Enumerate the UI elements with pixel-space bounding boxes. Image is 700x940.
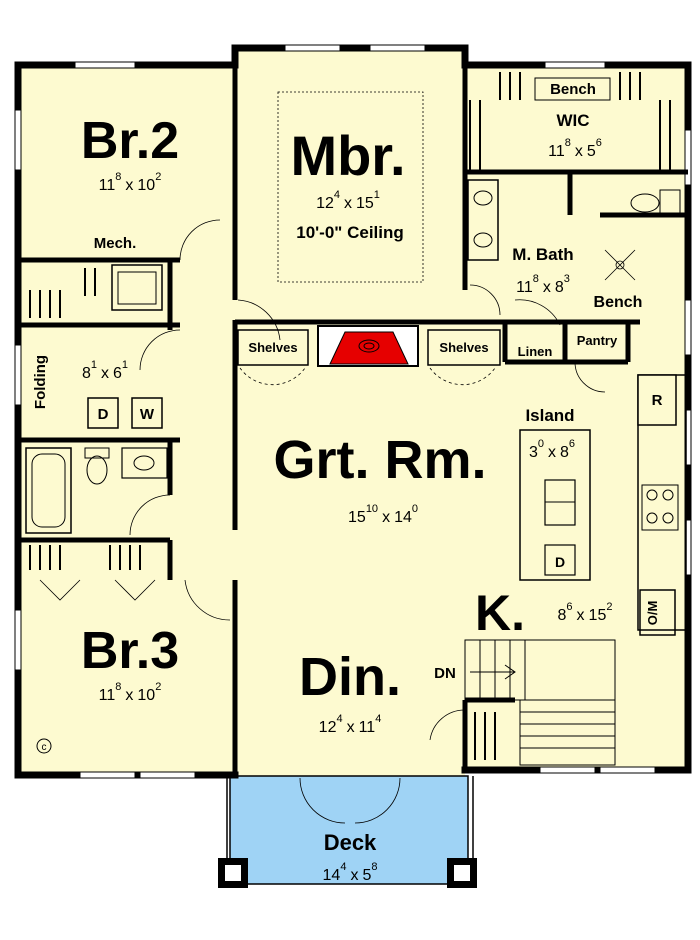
wic-label: WIC <box>556 111 589 130</box>
oven-micro-box <box>639 589 676 636</box>
mbr-label: Mbr. <box>290 124 405 187</box>
oven-micro-label: O/M <box>645 601 660 626</box>
toilet-tank <box>659 189 681 216</box>
mech-label: Mech. <box>94 235 137 252</box>
br2-label: Br.2 <box>81 112 179 170</box>
washer-label: W <box>140 406 155 423</box>
fireplace-hearth <box>329 331 409 365</box>
dryer-box <box>87 397 119 429</box>
wic-bench-box <box>534 77 611 101</box>
deck-area <box>229 775 469 885</box>
pantry-label: Pantry <box>577 333 618 348</box>
fridge-label: R <box>652 392 663 409</box>
deck-post-left-inner <box>225 865 241 881</box>
interior-walls <box>18 48 688 775</box>
wic-shelving <box>469 72 671 170</box>
linen-label: Linen <box>518 344 553 359</box>
shelves-right-label: Shelves <box>439 340 488 355</box>
wic-bench-label: Bench <box>550 81 596 98</box>
bath-vanity <box>467 179 499 261</box>
stair-down-label: DN <box>434 665 456 682</box>
din-label: Din. <box>299 647 401 707</box>
windows <box>14 44 692 779</box>
dryer-label: D <box>98 406 109 423</box>
fridge-box <box>637 374 677 426</box>
copyright-icon <box>36 738 52 754</box>
shelves-left-label: Shelves <box>248 340 297 355</box>
deck-post-right-inner <box>454 865 470 881</box>
shelves-left-box <box>237 329 309 366</box>
range <box>641 484 679 531</box>
mbr-ceiling: 10'-0" Ceiling <box>296 223 404 242</box>
closet-shelving <box>29 268 496 760</box>
mbath-label: M. Bath <box>512 245 573 264</box>
washer-box <box>131 397 163 429</box>
deck-label: Deck <box>324 830 377 855</box>
mech-unit <box>111 264 163 311</box>
staircase <box>464 639 616 766</box>
br3-label: Br.3 <box>81 622 179 680</box>
folding-label: Folding <box>32 355 49 409</box>
shower <box>604 249 636 281</box>
kitchen-label: K. <box>475 585 525 641</box>
copyright-letter: c <box>42 742 47 753</box>
grt-label: Grt. Rm. <box>273 430 486 490</box>
dishwasher-label: D <box>555 554 565 570</box>
island-dw-box <box>544 544 576 576</box>
shelves-right-box <box>427 329 501 366</box>
door-swings <box>39 219 606 824</box>
tray-ceiling <box>277 91 424 283</box>
bathtub <box>25 447 72 534</box>
island-box <box>519 429 591 581</box>
bath2-vanity <box>121 447 168 479</box>
island-label: Island <box>525 406 574 425</box>
bath-bench-label: Bench <box>594 294 643 311</box>
